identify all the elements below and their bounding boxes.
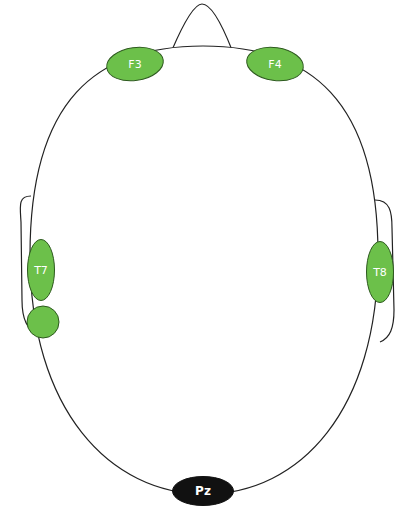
- electrode: T8: [366, 241, 394, 303]
- electrode-label: F3: [128, 59, 141, 70]
- electrode-label: F4: [268, 59, 281, 70]
- electrode-ellipse: [28, 240, 55, 301]
- electrode-label: T8: [373, 267, 387, 278]
- electrode: Pz: [172, 476, 234, 506]
- electrode: F4: [246, 47, 304, 81]
- nose: [172, 4, 232, 50]
- electrode-label: T7: [34, 265, 48, 276]
- electrode-ellipse: [173, 477, 234, 506]
- electrode-ellipse: [244, 44, 305, 85]
- head: [30, 46, 378, 494]
- electrode-unlabeled: [27, 306, 59, 338]
- electrode-ellipse: [367, 242, 394, 303]
- electrode: T7: [27, 239, 55, 301]
- electrode-label: Pz: [195, 485, 211, 497]
- electrode-ellipse: [104, 44, 165, 85]
- electrode: F3: [106, 47, 164, 81]
